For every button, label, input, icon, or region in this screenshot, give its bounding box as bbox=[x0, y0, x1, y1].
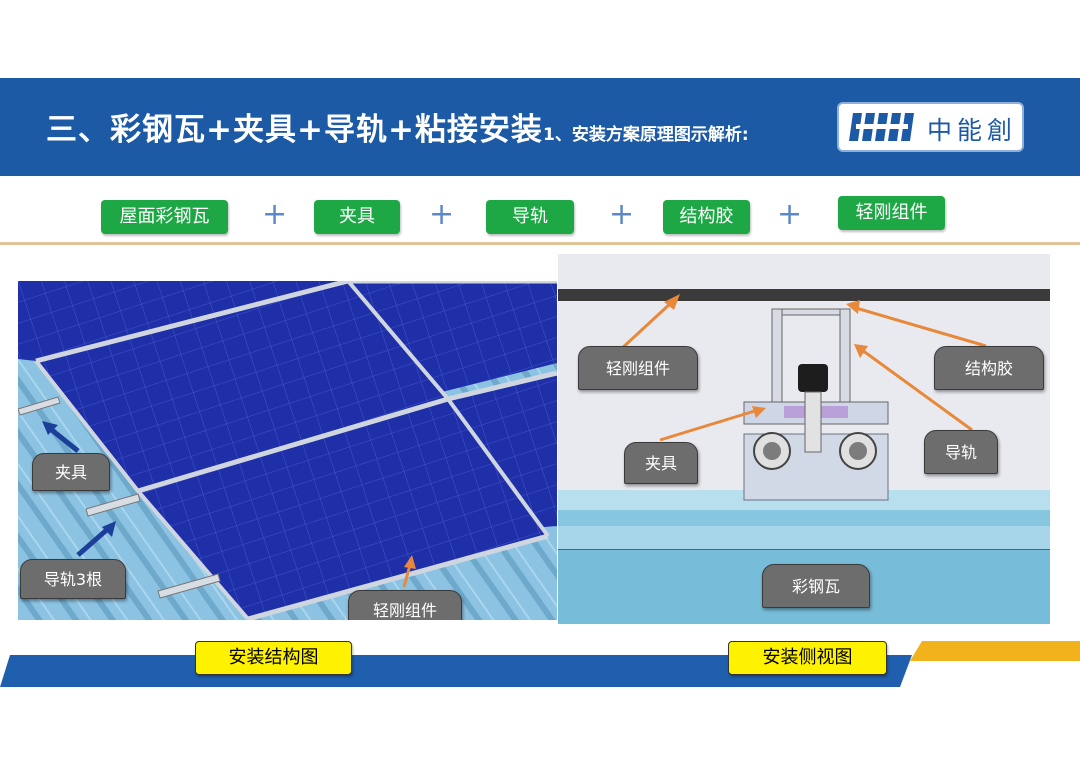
callout-clamp-side: 夹具 bbox=[624, 442, 698, 484]
page-subtitle: 1、安装方案原理图示解析: bbox=[543, 125, 749, 145]
formula-item-module: 轻刚组件 bbox=[838, 196, 945, 230]
callout-module: 轻刚组件 bbox=[348, 590, 462, 620]
structure-illustration: 夹具 导轨3根 轻刚组件 bbox=[18, 281, 557, 620]
logo-bars-icon bbox=[849, 113, 914, 141]
caption-structure: 安装结构图 bbox=[195, 641, 352, 675]
formula-item-roof: 屋面彩钢瓦 bbox=[101, 200, 228, 234]
company-logo: 中能創 bbox=[837, 102, 1024, 152]
callout-rails: 导轨3根 bbox=[20, 559, 126, 599]
roof-solar-render bbox=[18, 281, 557, 620]
logo-text: 中能創 bbox=[927, 116, 1018, 145]
callout-roof: 彩钢瓦 bbox=[762, 564, 870, 608]
component-formula: 屋面彩钢瓦 + 夹具 + 导轨 + 结构胶 + 轻刚组件 bbox=[0, 196, 1080, 245]
plus-icon: + bbox=[609, 197, 635, 232]
header-banner: 三、彩钢瓦+夹具+导轨+粘接安装 1、安装方案原理图示解析: 中能創 bbox=[0, 78, 1080, 176]
bottom-gold-band bbox=[910, 641, 1080, 661]
formula-item-adhesive: 结构胶 bbox=[663, 200, 750, 234]
plus-icon: + bbox=[777, 197, 803, 232]
plus-icon: + bbox=[262, 197, 288, 232]
page-title: 三、彩钢瓦+夹具+导轨+粘接安装 bbox=[46, 112, 543, 148]
callout-clamp: 夹具 bbox=[32, 453, 110, 491]
formula-item-clamp: 夹具 bbox=[314, 200, 400, 234]
formula-item-rail: 导轨 bbox=[486, 200, 574, 234]
callout-rail: 导轨 bbox=[924, 430, 998, 474]
plus-icon: + bbox=[429, 197, 455, 232]
callout-module-side: 轻刚组件 bbox=[578, 346, 698, 390]
callout-adhesive: 结构胶 bbox=[934, 346, 1044, 390]
caption-side-view: 安装侧视图 bbox=[728, 641, 887, 675]
side-view-illustration: 轻刚组件 结构胶 夹具 导轨 彩钢瓦 bbox=[558, 254, 1050, 624]
